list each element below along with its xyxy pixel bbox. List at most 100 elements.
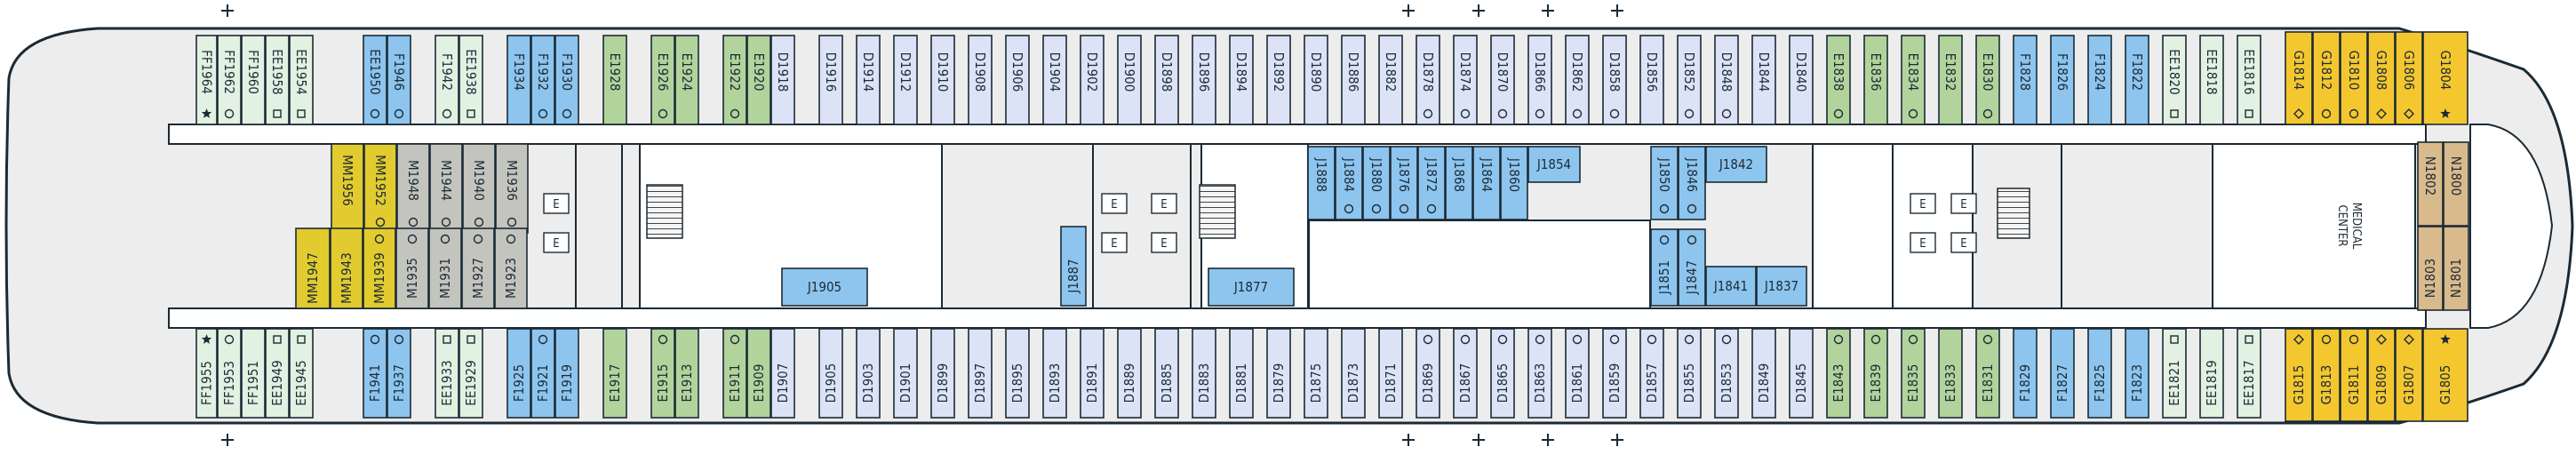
cabin-d1878[interactable]: D1878 (1416, 35, 1440, 125)
cabin-e1915[interactable]: E1915 (650, 328, 675, 419)
cabin-j1850[interactable]: J1850 (1650, 146, 1679, 220)
cabin-d1893[interactable]: D1893 (1042, 328, 1067, 419)
cabin-e1928[interactable]: E1928 (602, 35, 627, 125)
cabin-m1936[interactable]: M1936 (495, 143, 529, 234)
cabin-ee1820[interactable]: EE1820 (2162, 35, 2187, 125)
cabin-d1883[interactable]: D1883 (1192, 328, 1216, 419)
cabin-m1931[interactable]: M1931 (428, 228, 462, 309)
cabin-ee1821[interactable]: EE1821 (2162, 328, 2187, 419)
cabin-e1913[interactable]: E1913 (674, 328, 699, 419)
cabin-d1861[interactable]: D1861 (1565, 328, 1590, 419)
cabin-e1835[interactable]: E1835 (1901, 328, 1926, 419)
cabin-j1887[interactable]: J1887 (1060, 226, 1087, 307)
cabin-f1826[interactable]: F1826 (2050, 35, 2075, 125)
cabin-g1808[interactable]: G1808 (2367, 31, 2396, 125)
cabin-d1875[interactable]: D1875 (1304, 328, 1328, 419)
cabin-d1905[interactable]: D1905 (818, 328, 843, 419)
cabin-f1828[interactable]: F1828 (2013, 35, 2038, 125)
cabin-f1925[interactable]: F1925 (506, 328, 531, 419)
cabin-m1927[interactable]: M1927 (461, 228, 495, 309)
cabin-f1937[interactable]: F1937 (387, 328, 411, 419)
cabin-ee1958[interactable]: EE1958 (265, 35, 290, 125)
cabin-f1823[interactable]: F1823 (2125, 328, 2149, 419)
cabin-ff1955[interactable]: FF1955 (195, 328, 218, 419)
cabin-g1809[interactable]: G1809 (2367, 328, 2396, 422)
cabin-d1848[interactable]: D1848 (1714, 35, 1739, 125)
cabin-d1857[interactable]: D1857 (1639, 328, 1664, 419)
cabin-d1862[interactable]: D1862 (1565, 35, 1590, 125)
cabin-e1830[interactable]: E1830 (1975, 35, 2000, 125)
cabin-d1896[interactable]: D1896 (1192, 35, 1216, 125)
cabin-d1892[interactable]: D1892 (1266, 35, 1291, 125)
cabin-j1905[interactable]: J1905 (781, 267, 868, 307)
cabin-j1884[interactable]: J1884 (1335, 146, 1363, 220)
cabin-g1814[interactable]: G1814 (2285, 31, 2313, 125)
cabin-f1824[interactable]: F1824 (2087, 35, 2112, 125)
cabin-d1894[interactable]: D1894 (1229, 35, 1254, 125)
cabin-d1879[interactable]: D1879 (1266, 328, 1291, 419)
cabin-ee1938[interactable]: EE1938 (459, 35, 483, 125)
cabin-m1944[interactable]: M1944 (429, 143, 463, 234)
cabin-d1895[interactable]: D1895 (1005, 328, 1030, 419)
cabin-g1812[interactable]: G1812 (2312, 31, 2341, 125)
cabin-j1880[interactable]: J1880 (1362, 146, 1391, 220)
cabin-j1847[interactable]: J1847 (1678, 228, 1706, 307)
cabin-m1948[interactable]: M1948 (396, 143, 430, 234)
cabin-f1827[interactable]: F1827 (2050, 328, 2075, 419)
cabin-d1856[interactable]: D1856 (1639, 35, 1664, 125)
cabin-e1917[interactable]: E1917 (602, 328, 627, 419)
cabin-d1899[interactable]: D1899 (930, 328, 955, 419)
cabin-d1897[interactable]: D1897 (968, 328, 993, 419)
cabin-ff1960[interactable]: FF1960 (241, 35, 266, 125)
cabin-f1946[interactable]: F1946 (387, 35, 411, 125)
cabin-mm1939[interactable]: MM1939 (363, 228, 396, 309)
cabin-ff1951[interactable]: FF1951 (241, 328, 266, 419)
cabin-f1822[interactable]: F1822 (2125, 35, 2149, 125)
cabin-d1874[interactable]: D1874 (1453, 35, 1478, 125)
cabin-f1919[interactable]: F1919 (554, 328, 579, 419)
cabin-d1916[interactable]: D1916 (818, 35, 843, 125)
cabin-e1920[interactable]: E1920 (746, 35, 771, 125)
cabin-mm1952[interactable]: MM1952 (363, 143, 397, 234)
cabin-j1854[interactable]: J1854 (1527, 146, 1581, 183)
cabin-j1842[interactable]: J1842 (1705, 146, 1767, 183)
cabin-mm1947[interactable]: MM1947 (295, 228, 331, 309)
cabin-d1873[interactable]: D1873 (1341, 328, 1366, 419)
cabin-n1803[interactable]: N1803 (2417, 226, 2444, 311)
cabin-f1934[interactable]: F1934 (506, 35, 531, 125)
cabin-d1900[interactable]: D1900 (1117, 35, 1142, 125)
cabin-ee1945[interactable]: EE1945 (289, 328, 314, 419)
cabin-j1888[interactable]: J1888 (1307, 146, 1336, 220)
cabin-m1940[interactable]: M1940 (462, 143, 496, 234)
cabin-d1853[interactable]: D1853 (1714, 328, 1739, 419)
cabin-d1844[interactable]: D1844 (1751, 35, 1776, 125)
cabin-ee1950[interactable]: EE1950 (363, 35, 387, 125)
cabin-m1923[interactable]: M1923 (494, 228, 528, 309)
cabin-d1871[interactable]: D1871 (1378, 328, 1403, 419)
cabin-d1858[interactable]: D1858 (1602, 35, 1627, 125)
cabin-d1865[interactable]: D1865 (1490, 328, 1515, 419)
cabin-e1922[interactable]: E1922 (722, 35, 747, 125)
cabin-d1869[interactable]: D1869 (1416, 328, 1440, 419)
cabin-d1903[interactable]: D1903 (856, 328, 881, 419)
cabin-d1889[interactable]: D1889 (1117, 328, 1142, 419)
cabin-f1930[interactable]: F1930 (554, 35, 579, 125)
cabin-d1910[interactable]: D1910 (930, 35, 955, 125)
cabin-j1864[interactable]: J1864 (1472, 146, 1501, 220)
cabin-d1912[interactable]: D1912 (893, 35, 918, 125)
cabin-g1807[interactable]: G1807 (2395, 328, 2423, 422)
cabin-d1852[interactable]: D1852 (1677, 35, 1702, 125)
cabin-ee1816[interactable]: EE1816 (2237, 35, 2261, 125)
cabin-j1868[interactable]: J1868 (1445, 146, 1473, 220)
cabin-j1872[interactable]: J1872 (1417, 146, 1446, 220)
cabin-e1909[interactable]: E1909 (746, 328, 771, 419)
cabin-d1901[interactable]: D1901 (893, 328, 918, 419)
cabin-f1921[interactable]: F1921 (530, 328, 555, 419)
cabin-g1813[interactable]: G1813 (2312, 328, 2341, 422)
cabin-ee1818[interactable]: EE1818 (2199, 35, 2224, 125)
cabin-e1836[interactable]: E1836 (1863, 35, 1888, 125)
cabin-ee1933[interactable]: EE1933 (435, 328, 459, 419)
cabin-d1855[interactable]: D1855 (1677, 328, 1702, 419)
cabin-d1904[interactable]: D1904 (1042, 35, 1067, 125)
cabin-d1906[interactable]: D1906 (1005, 35, 1030, 125)
